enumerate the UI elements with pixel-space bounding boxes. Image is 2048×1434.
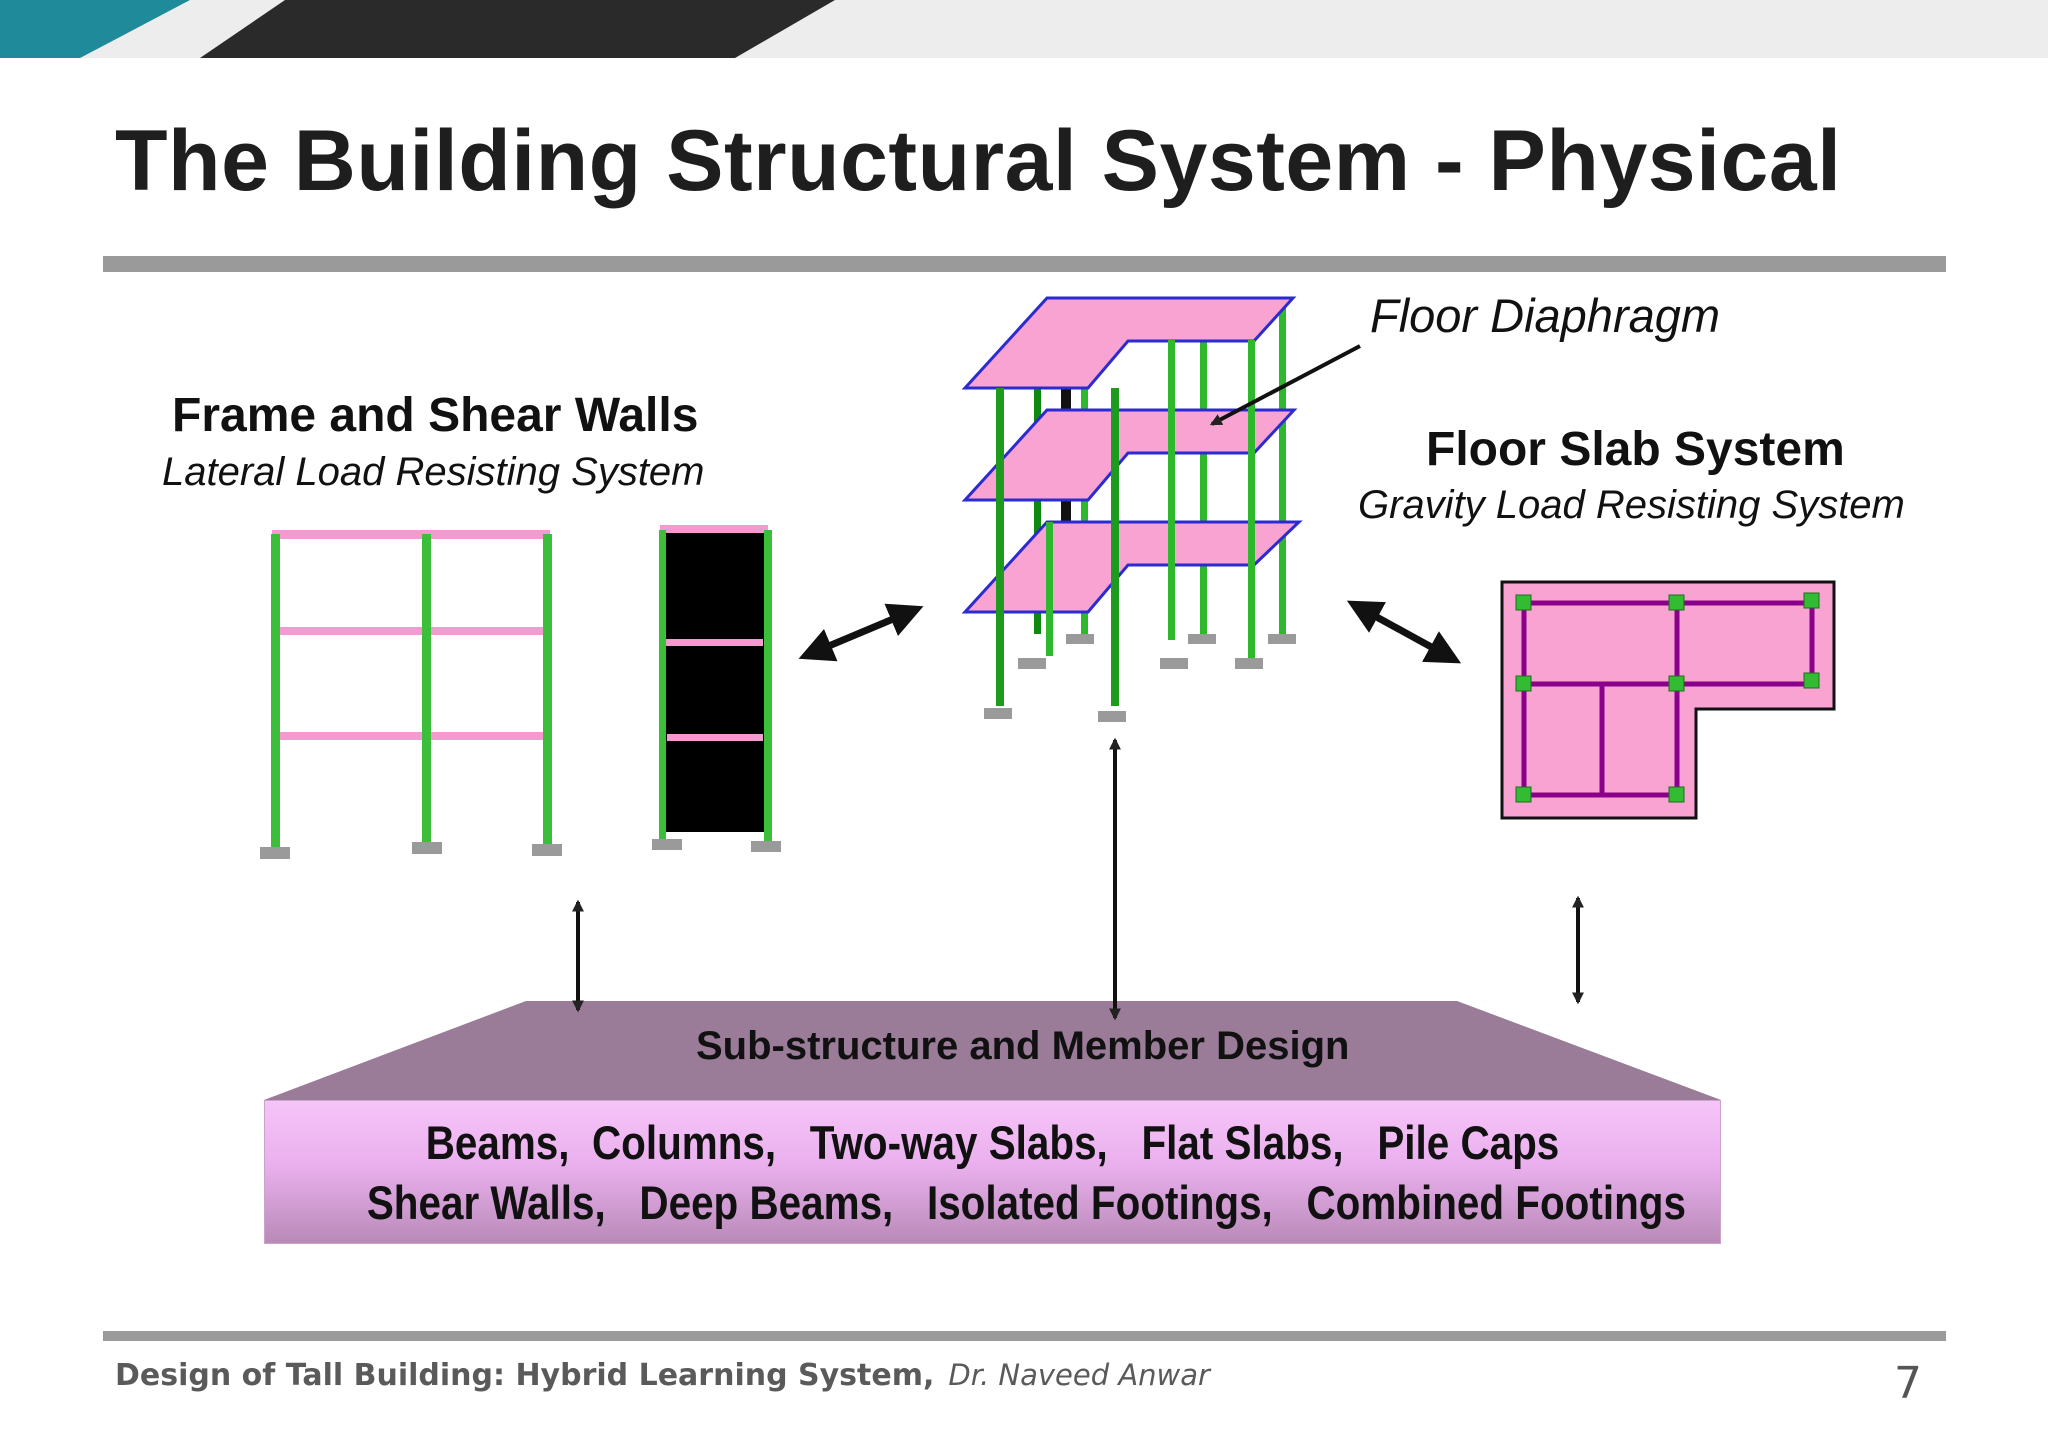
wall-column xyxy=(764,530,772,842)
footer-author: Dr. Naveed Anwar xyxy=(948,1358,1210,1392)
wall-top-beam xyxy=(660,525,768,533)
building-3d xyxy=(961,296,1303,722)
column-node xyxy=(1803,672,1820,689)
wall-beam xyxy=(663,639,763,646)
base-plate xyxy=(1160,658,1188,669)
base-plate xyxy=(1018,658,1046,669)
slab-plan xyxy=(1500,580,1836,820)
building-column xyxy=(996,388,1004,706)
top-banner xyxy=(0,0,2048,58)
shear-wall-elevation xyxy=(652,525,781,852)
page-number: 7 xyxy=(1894,1358,1922,1409)
member-list-line2: Shear Walls, Deep Beams, Isolated Footin… xyxy=(366,1176,1686,1229)
shear-wall xyxy=(660,530,768,832)
footer: Design of Tall Building: Hybrid Learning… xyxy=(115,1356,1210,1393)
base-plate xyxy=(260,847,290,859)
building-column xyxy=(1200,336,1207,636)
base-plate xyxy=(532,844,562,856)
slide-title: The Building Structural System - Physica… xyxy=(115,113,1842,209)
footer-course: Design of Tall Building: Hybrid Learning… xyxy=(115,1358,935,1393)
wall-column xyxy=(659,530,666,842)
frame-beam xyxy=(272,732,550,740)
slab-group-subtitle: Gravity Load Resisting System xyxy=(1358,483,1905,527)
member-design-box: Beams, Columns, Two-way Slabs, Flat Slab… xyxy=(264,1100,1721,1244)
base-plate xyxy=(412,842,442,854)
base-plate xyxy=(1066,634,1094,644)
building-column xyxy=(1248,340,1255,658)
building-shear-core xyxy=(1061,500,1071,540)
column-node xyxy=(1668,786,1685,803)
frame-column xyxy=(271,534,280,850)
building-column xyxy=(1081,370,1088,640)
frame-roof-beam xyxy=(272,530,550,539)
bottom-divider xyxy=(103,1331,1946,1341)
wall-beam xyxy=(667,734,763,741)
base-plate xyxy=(1268,634,1296,644)
callout-arrow xyxy=(1209,344,1361,426)
building-column xyxy=(1046,522,1053,656)
base-plate xyxy=(652,839,682,850)
frame-column xyxy=(422,534,431,844)
substructure-title: Sub-structure and Member Design xyxy=(696,1024,1350,1068)
substructure-band xyxy=(264,1001,1721,1100)
building-column xyxy=(1279,305,1286,635)
building-column xyxy=(1168,340,1175,640)
base-plate xyxy=(751,841,781,852)
double-headed-arrow xyxy=(798,603,924,662)
floor-diaphragm-label: Floor Diaphragm xyxy=(1370,289,1721,342)
frame-group-title: Frame and Shear Walls xyxy=(172,389,699,442)
double-headed-arrow xyxy=(1346,600,1462,664)
base-plate xyxy=(984,708,1012,719)
frame-column xyxy=(543,534,552,850)
floor-slab xyxy=(961,408,1298,502)
base-plate xyxy=(1235,658,1263,669)
building-column xyxy=(1111,388,1119,706)
base-plate xyxy=(1098,711,1126,722)
column-node xyxy=(1515,594,1532,611)
column-node xyxy=(1668,675,1685,692)
frame-group-subtitle: Lateral Load Resisting System xyxy=(162,450,705,494)
column-node xyxy=(1803,592,1820,609)
base-plate xyxy=(1188,634,1216,644)
member-list-line1: Beams, Columns, Two-way Slabs, Flat Slab… xyxy=(425,1116,1560,1169)
building-column xyxy=(1034,378,1041,634)
slab-outline xyxy=(1500,580,1836,820)
top-divider xyxy=(103,256,1946,272)
column-node xyxy=(1515,675,1532,692)
column-node xyxy=(1515,786,1532,803)
roof-slab xyxy=(961,296,1297,390)
column-node xyxy=(1668,594,1685,611)
frame-beam xyxy=(272,627,550,635)
frame-elevation xyxy=(260,530,562,859)
slab-group-title: Floor Slab System xyxy=(1426,423,1845,476)
